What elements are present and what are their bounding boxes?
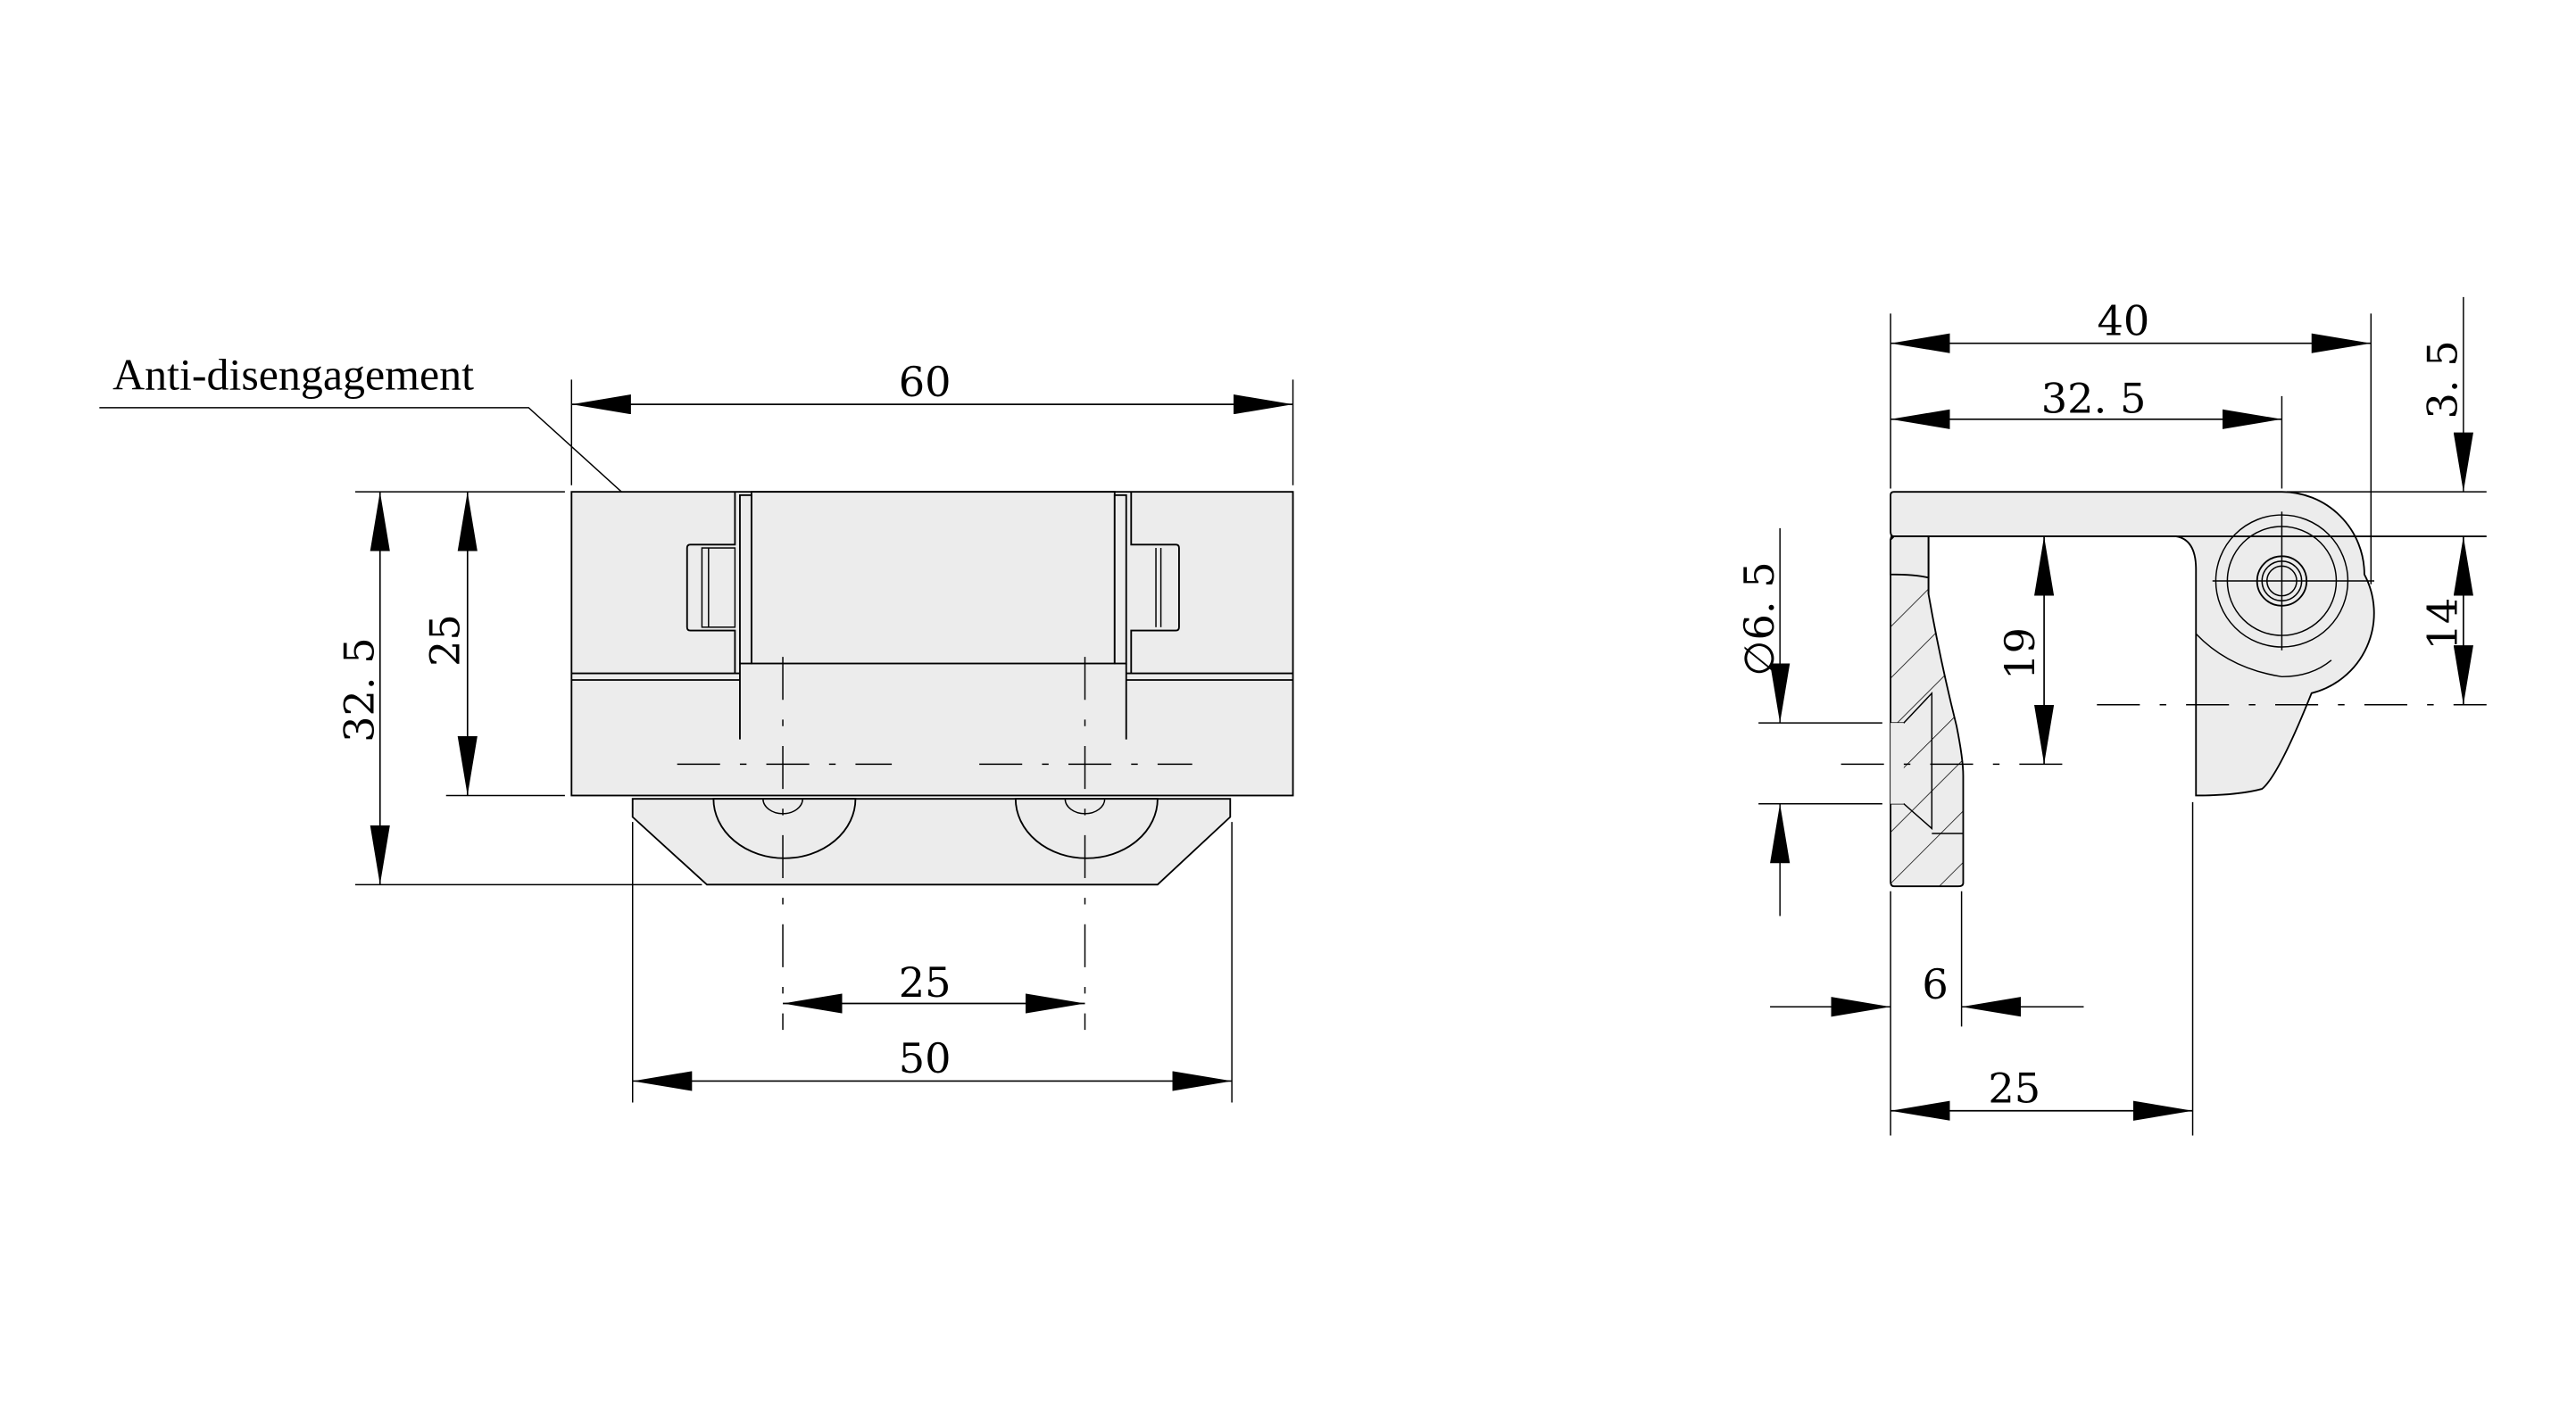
- dim-wheel-spacing: 25: [899, 958, 951, 1007]
- side-view: 40 32. 5 3. 5 14 19 ∅6. 5 6 25: [1735, 296, 2487, 1136]
- dim-base-width: 50: [899, 1034, 951, 1082]
- center-block: [750, 491, 1116, 665]
- left-latch-notch: [686, 492, 736, 674]
- dim-overall-width: 60: [899, 358, 951, 406]
- dim-pivot-offset: 32. 5: [2041, 374, 2147, 422]
- front-view: Anti-disengagement: [99, 350, 1294, 1103]
- dim-plate-thickness: 6: [1922, 960, 1948, 1008]
- callout-anti-disengagement: Anti-disengagement: [112, 350, 474, 399]
- wheel-left: [712, 798, 857, 859]
- wheel-right: [1014, 798, 1159, 859]
- dim-body-height: 25: [421, 614, 469, 667]
- dim-hole-height: 19: [1996, 627, 2044, 680]
- dim-hole-diameter: ∅6. 5: [1735, 561, 1783, 676]
- right-latch-notch: [1130, 492, 1180, 674]
- dim-pivot-height: 14: [2418, 598, 2466, 651]
- dim-top-offset: 3. 5: [2418, 340, 2466, 419]
- dim-overall-depth: 40: [2097, 296, 2149, 344]
- dim-overall-height: 32. 5: [335, 637, 383, 742]
- dim-leg-spacing: 25: [1988, 1064, 2040, 1112]
